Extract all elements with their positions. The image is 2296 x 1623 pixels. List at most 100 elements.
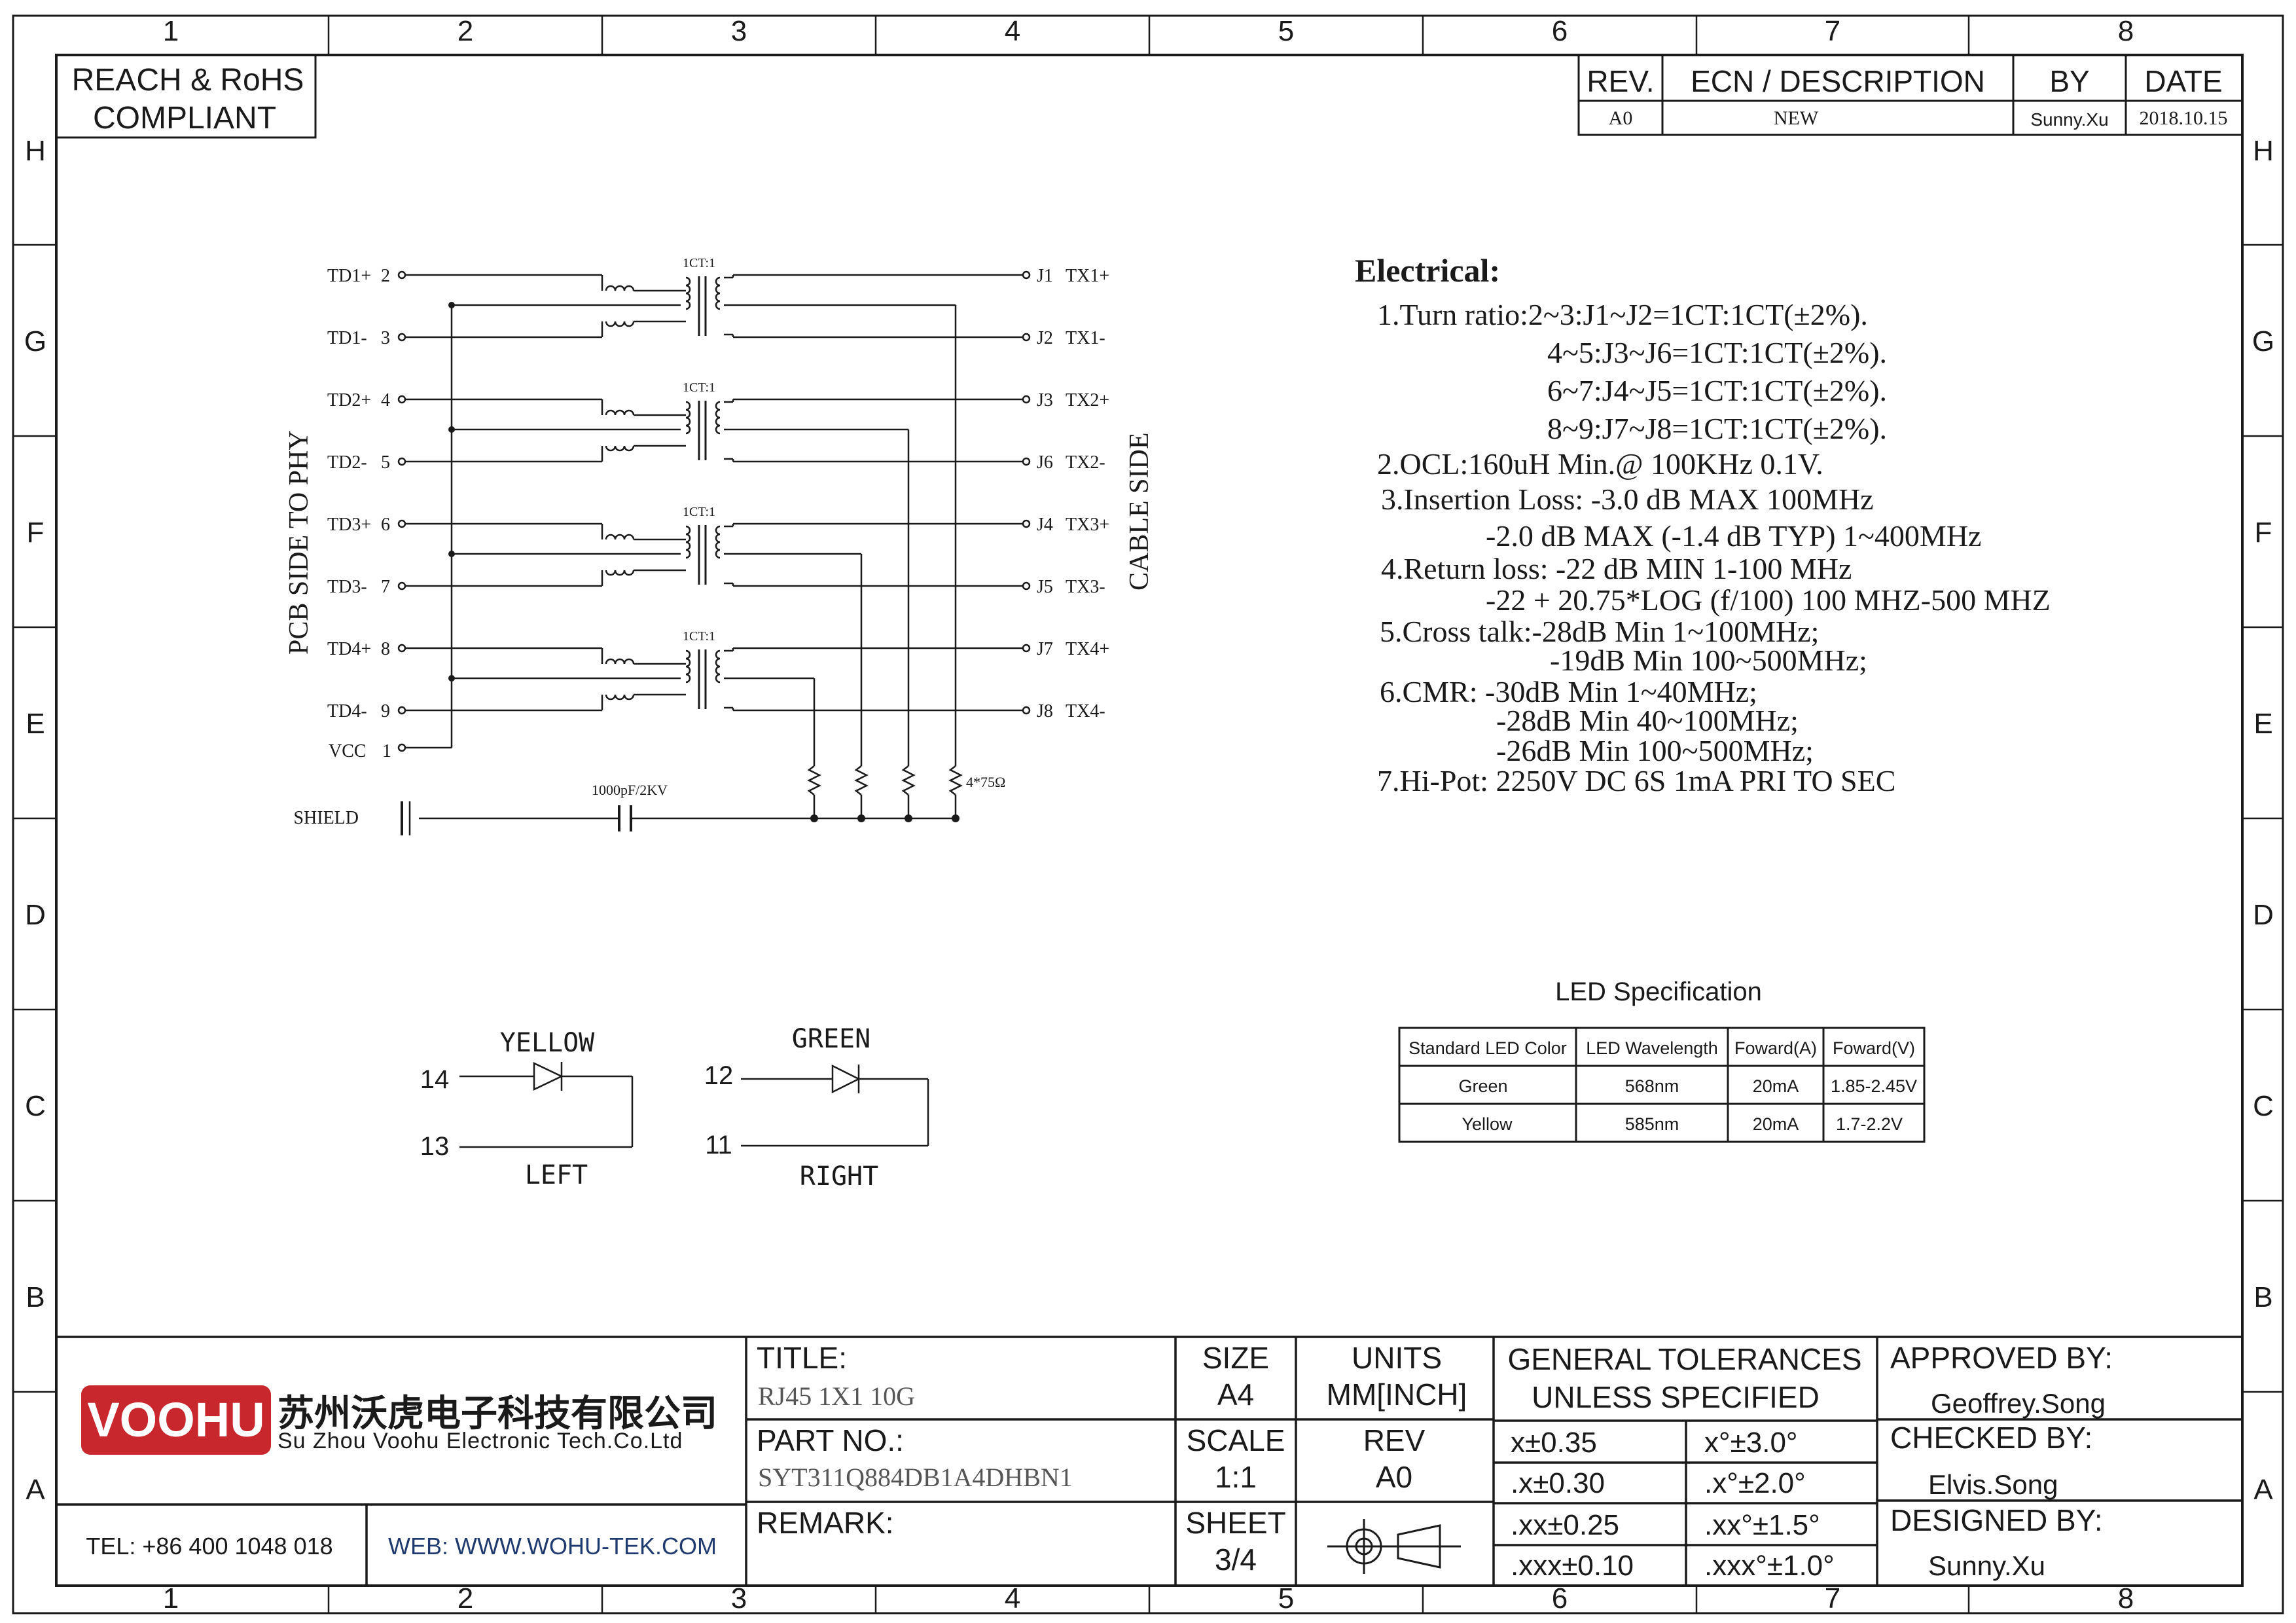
row-marker: A xyxy=(2253,1474,2273,1506)
rev-label: REV xyxy=(1363,1423,1426,1457)
pin-terminal xyxy=(397,706,406,715)
led-left-pin-a: 14 xyxy=(420,1065,450,1094)
row-marker: D xyxy=(2253,899,2274,931)
ecn-header: ECN / DESCRIPTION xyxy=(1691,64,1985,98)
transformer-coil-icon xyxy=(715,673,721,684)
pin-terminal xyxy=(1022,644,1031,653)
pin-terminal xyxy=(1022,706,1031,715)
choke-coil-icon xyxy=(623,534,635,540)
left-pin-number: 6 xyxy=(381,515,390,535)
right-pin-signal: TX1- xyxy=(1066,328,1105,348)
electrical-line: -22 + 20.75*LOG (f/100) 100 MHZ-500 MHZ xyxy=(1486,583,2051,617)
led-cell: Yellow xyxy=(1462,1114,1513,1134)
tolerance-cell: .x°±2.0° xyxy=(1704,1467,1806,1499)
row-marker: F xyxy=(27,517,45,549)
left-pin-label: TD3- xyxy=(327,577,367,597)
designed-label: DESIGNED BY: xyxy=(1890,1503,2103,1537)
pin-terminal xyxy=(397,644,406,653)
left-pin-number: 4 xyxy=(381,390,390,410)
led-cell: 1.85-2.45V xyxy=(1831,1076,1917,1096)
channel-3 xyxy=(405,522,1023,818)
led-spec-table: LED Specification Standard LED Color LED… xyxy=(1398,977,1926,1143)
column-marker: 1 xyxy=(163,15,179,47)
right-pin-label: J8 xyxy=(1037,701,1053,721)
right-pin-signal: TX4- xyxy=(1066,701,1105,721)
title-label: TITLE: xyxy=(757,1341,847,1375)
transformer-coil-icon xyxy=(715,300,721,310)
resistor-icon xyxy=(854,765,869,795)
row-marker: E xyxy=(26,708,45,740)
junction-dot xyxy=(448,302,455,308)
left-pin-label: TD4- xyxy=(327,701,367,721)
left-pin-number: 7 xyxy=(381,577,390,597)
pin-terminal xyxy=(1022,457,1031,466)
led-right-pin-a: 12 xyxy=(704,1061,734,1090)
by-header: BY xyxy=(2049,64,2089,98)
ratio-label: 1CT:1 xyxy=(683,256,715,270)
projection-symbol-icon xyxy=(1327,1519,1461,1574)
tolerance-cell: x°±3.0° xyxy=(1704,1427,1798,1459)
left-pin-label: TD1- xyxy=(327,328,367,348)
title-value: RJ45 1X1 10G xyxy=(758,1381,915,1411)
date-value: 2018.10.15 xyxy=(2140,107,2228,129)
vcc-pin-number: 1 xyxy=(382,741,391,761)
led-header-color: Standard LED Color xyxy=(1408,1038,1567,1058)
vcc-label: VCC xyxy=(329,741,367,761)
remark-label: REMARK: xyxy=(757,1506,894,1540)
electrical-line: 6~7:J4~J5=1CT:1CT(±2%). xyxy=(1547,374,1887,407)
scale-label: SCALE xyxy=(1187,1423,1285,1457)
pin-terminal xyxy=(397,395,406,404)
column-marker: 1 xyxy=(163,1582,179,1614)
tolerances-line-1: GENERAL TOLERANCES xyxy=(1507,1342,1861,1376)
row-marker: G xyxy=(24,325,46,357)
left-pin-number: 9 xyxy=(381,701,390,721)
electrical-line: 4~5:J3~J6=1CT:1CT(±2%). xyxy=(1547,336,1887,369)
part-label: PART NO.: xyxy=(757,1423,904,1457)
column-marker: 8 xyxy=(2118,15,2134,47)
transformer-coil-icon xyxy=(715,549,721,559)
column-marker: 6 xyxy=(1552,15,1568,47)
column-marker: 3 xyxy=(731,15,747,47)
led-right-side: RIGHT xyxy=(800,1161,878,1192)
row-marker: D xyxy=(25,899,46,931)
electrical-line: 2.OCL:160uH Min.@ 100KHz 0.1V. xyxy=(1377,447,1823,481)
right-pin-signal: TX3+ xyxy=(1066,515,1109,535)
junction-dot xyxy=(857,814,865,822)
electrical-line: -26dB Min 100~500MHz; xyxy=(1496,734,1814,767)
pin-terminal xyxy=(1022,333,1031,342)
junction-dot xyxy=(905,814,912,822)
logo-text: VOOHU xyxy=(87,1393,264,1447)
transformer-coil-icon xyxy=(685,549,691,559)
junction-dot xyxy=(448,675,455,682)
pin-terminal xyxy=(1022,270,1031,280)
column-marker: 4 xyxy=(1005,1582,1020,1614)
checked-value: Elvis.Song xyxy=(1928,1469,2058,1500)
right-pin-signal: TX1+ xyxy=(1066,266,1109,286)
approved-value: Geoffrey.Song xyxy=(1931,1388,2106,1419)
designed-value: Sunny.Xu xyxy=(1928,1550,2045,1581)
tolerance-cell: .xxx±0.10 xyxy=(1511,1550,1634,1582)
column-marker: 5 xyxy=(1278,15,1294,47)
left-pin-label: TD2- xyxy=(327,452,367,473)
left-pin-label: TD4+ xyxy=(327,639,371,659)
right-pin-label: J2 xyxy=(1037,328,1053,348)
checked-label: CHECKED BY: xyxy=(1890,1421,2092,1455)
compliance-line-2: COMPLIANT xyxy=(93,101,276,136)
led-left: YELLOW 14 13 LEFT xyxy=(420,1028,634,1190)
led-left-pin-b: 13 xyxy=(420,1132,450,1161)
units-label: UNITS xyxy=(1352,1341,1442,1375)
units-value: MM[INCH] xyxy=(1327,1377,1467,1412)
right-pin-label: J6 xyxy=(1037,452,1053,473)
transformer-coil-icon xyxy=(715,424,721,435)
choke-coil-icon xyxy=(623,285,635,291)
left-pin-label: TD2+ xyxy=(327,390,371,410)
column-marker: 2 xyxy=(457,15,473,47)
schematic xyxy=(401,305,956,835)
led-cell: 20mA xyxy=(1753,1076,1799,1096)
electrical-line: 1.Turn ratio:2~3:J1~J2=1CT:1CT(±2%). xyxy=(1377,298,1868,331)
vcc-terminal xyxy=(397,743,406,752)
row-marker: H xyxy=(25,135,46,167)
tolerance-cell: .x±0.30 xyxy=(1511,1467,1605,1499)
junction-dot xyxy=(448,426,455,433)
